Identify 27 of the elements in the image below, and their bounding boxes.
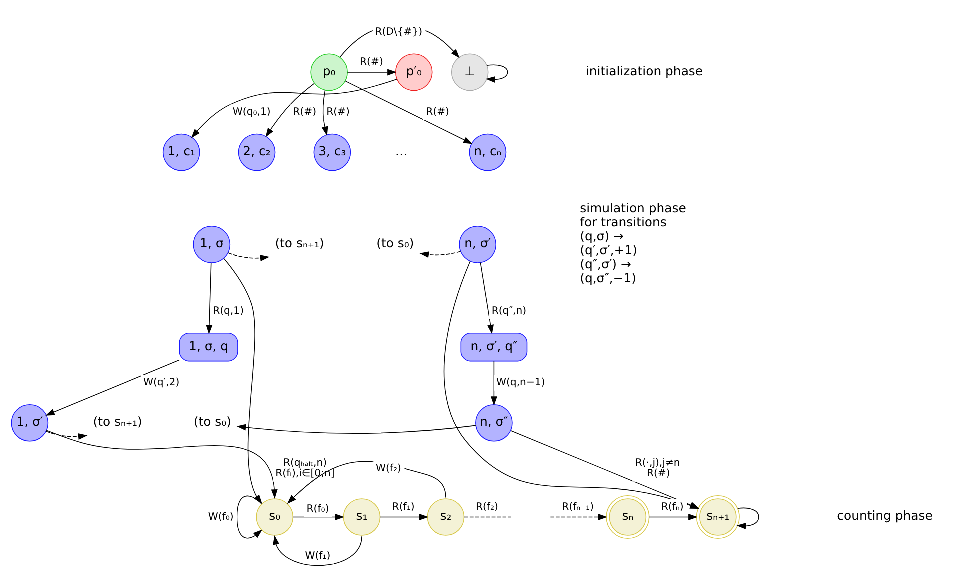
edge-label: R(q″,n) xyxy=(492,306,527,317)
edge-label: R(f₁) xyxy=(392,501,415,512)
edge-label: R(#) xyxy=(426,106,450,118)
edge-label: R(#) xyxy=(360,56,384,68)
edge-label: W(q,n−1) xyxy=(496,377,546,388)
edge-label: R(f₂) xyxy=(476,501,498,512)
edge-label: R(#) xyxy=(326,106,350,118)
label: counting phase xyxy=(837,508,933,523)
edge-label: R(D\{#}) xyxy=(375,26,423,38)
edge-label: W(f₁) xyxy=(305,550,331,562)
edge-label: R(#) xyxy=(293,106,317,118)
label: … xyxy=(395,142,408,158)
node-text: (to sₙ₊₁) xyxy=(93,414,142,429)
edge-label: R(fₙ₋₁) xyxy=(562,501,594,512)
node-text: (to s₀) xyxy=(376,235,414,250)
label: initialization phase xyxy=(586,62,704,78)
edge-label: R(·,j),j≠n R(#) xyxy=(635,457,680,480)
edge-label: R(q,1) xyxy=(213,306,244,317)
edge-label: R(fₙ) xyxy=(661,501,684,512)
label: simulation phase for transitions (q,σ) → (q′,σ′,+1) (q″,σ′) → (q,σ″,−1) xyxy=(580,200,686,286)
node-text: (to s₀) xyxy=(194,414,232,429)
edge-label: W(f₀) xyxy=(208,511,234,522)
node-text: (to sₙ₊₁) xyxy=(275,235,324,250)
edge-label: W(q₀,1) xyxy=(232,106,271,118)
edge-label: W(f₂) xyxy=(376,462,402,474)
edge-label: R(f₀) xyxy=(306,504,330,515)
edge-label: W(q′,2) xyxy=(143,377,180,388)
